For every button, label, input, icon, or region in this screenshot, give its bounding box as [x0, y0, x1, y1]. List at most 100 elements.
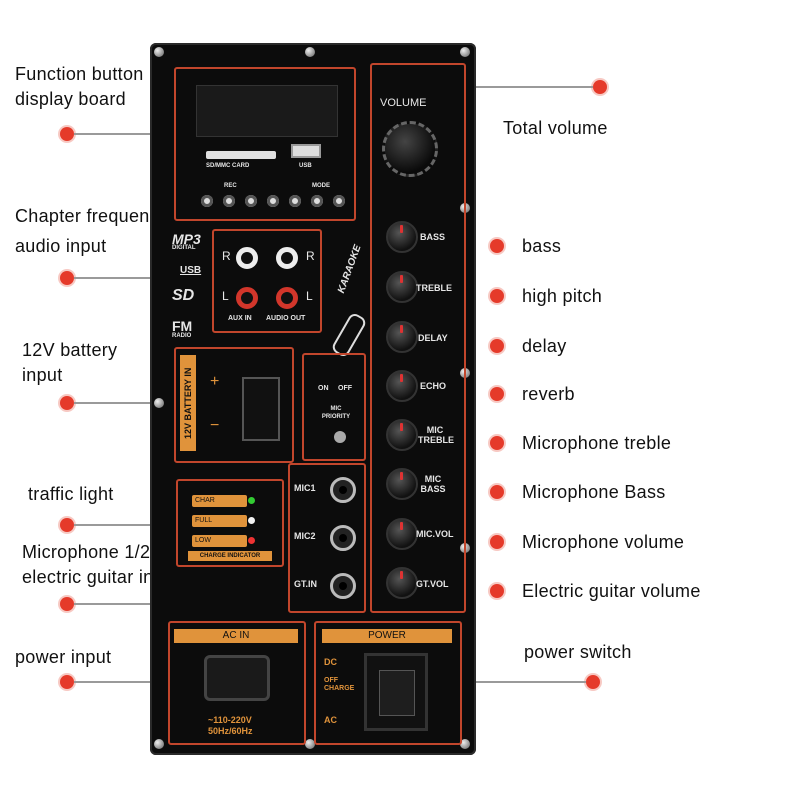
guitar-jack[interactable] [330, 573, 356, 599]
screw [154, 47, 164, 57]
on-label: ON [318, 385, 329, 392]
audio-io-section: R L R L AUX IN AUDIO OUT [212, 229, 322, 333]
amplifier-panel: SD/MMC CARD USB REC MODE VOLUME BASS TRE… [150, 43, 476, 755]
rca-l-label-aux: L [222, 289, 229, 303]
audio-out-left-jack[interactable] [276, 287, 298, 309]
battery-terminal[interactable] [242, 377, 280, 441]
callout-dot [490, 436, 504, 450]
callout-dot [593, 80, 607, 94]
prev-button[interactable] [201, 195, 213, 207]
callout-high-pitch: high pitch [522, 286, 603, 306]
rewind-button[interactable] [289, 195, 301, 207]
knob-section: VOLUME BASS TREBLE DELAY ECHO MIC TREBLE… [370, 63, 466, 613]
gt-vol-knob[interactable] [386, 567, 418, 599]
usb-label: USB [299, 163, 312, 169]
aux-in-left-jack[interactable] [236, 287, 258, 309]
bass-knob[interactable] [386, 221, 418, 253]
extra-button[interactable] [333, 195, 345, 207]
rca-r-label-aux: R [222, 249, 231, 263]
callout-dot [490, 339, 504, 353]
mic-vol-knob[interactable] [386, 518, 418, 550]
power-rocker-switch[interactable] [364, 653, 428, 731]
rec-button[interactable] [223, 195, 235, 207]
callout-dot [490, 485, 504, 499]
dc-label: DC [324, 657, 337, 667]
leader-line [440, 86, 593, 88]
rocker-face[interactable] [379, 670, 415, 716]
callout-line-1: Function button [15, 64, 144, 84]
mic2-jack[interactable] [330, 525, 356, 551]
mic1-label: MIC1 [294, 483, 316, 493]
callout-delay: delay [522, 336, 567, 356]
bass-label: BASS [420, 232, 446, 242]
leader-line [74, 277, 220, 279]
mic1-jack[interactable] [330, 477, 356, 503]
fm-logo: FM [172, 318, 193, 334]
usb-port[interactable] [291, 144, 321, 158]
mic-bass-knob[interactable] [386, 468, 418, 500]
low-led [248, 537, 255, 544]
mic-vol-label: MIC.VOL [416, 529, 454, 539]
callout-line-1: Microphone 1/2 [22, 542, 151, 562]
mic-priority-section: ON OFF MIC PRIORITY [302, 353, 366, 461]
callout-dot [490, 584, 504, 598]
callout-line-2: electric guitar input [22, 567, 180, 587]
callout-dot [490, 289, 504, 303]
battery-plus-label: + [210, 373, 220, 390]
ac-in-section: AC IN ~110-220V 50Hz/60Hz [168, 621, 306, 745]
mic-priority-label: MIC PRIORITY [321, 406, 351, 420]
char-row: CHAR [192, 495, 247, 507]
volume-label: VOLUME [380, 97, 427, 109]
usb-logo: USB [180, 265, 202, 276]
karaoke-logo: KARAOKE [336, 243, 364, 295]
mp3-logo: MP3 [172, 231, 201, 247]
callout-dot [60, 518, 74, 532]
audio-out-right-jack[interactable] [276, 247, 298, 269]
ac-voltage-label: ~110-220V [208, 715, 252, 725]
play-pause-button[interactable] [267, 195, 279, 207]
callout-dot [60, 675, 74, 689]
callout-dot [60, 127, 74, 141]
ac-frequency-label: 50Hz/60Hz [208, 726, 253, 736]
power-label: POWER [322, 629, 452, 643]
mic-priority-switch[interactable] [334, 431, 346, 443]
mic2-label: MIC2 [294, 531, 316, 541]
callout-dot [60, 396, 74, 410]
mic-bass-label: MIC BASS [420, 474, 446, 494]
treble-label: TREBLE [416, 283, 452, 293]
callout-dot [490, 535, 504, 549]
rec-label: REC [224, 183, 237, 189]
sd-card-slot[interactable] [206, 151, 276, 159]
next-button[interactable] [245, 195, 257, 207]
rca-l-label-out: L [306, 289, 313, 303]
mic-treble-label: MIC TREBLE [418, 425, 454, 445]
screw [154, 739, 164, 749]
callout-dot [490, 239, 504, 253]
callout-reverb: reverb [522, 384, 575, 404]
callout-line-1: 12V battery [22, 340, 118, 360]
mic-jack-section: MIC1 MIC2 GT.IN [288, 463, 366, 613]
rca-r-label-out: R [306, 249, 315, 263]
screw [154, 398, 164, 408]
iec-power-socket[interactable] [204, 655, 270, 701]
mode-button[interactable] [311, 195, 323, 207]
callout-traffic-light: traffic light [28, 484, 114, 504]
ac-label-power: AC [324, 715, 337, 725]
callout-mic-volume: Microphone volume [522, 532, 685, 552]
fm-radio-label: RADIO [172, 333, 192, 339]
treble-knob[interactable] [386, 271, 418, 303]
callout-guitar-volume: Electric guitar volume [522, 581, 701, 601]
leader-line [74, 681, 206, 683]
charge-indicator-label: CHARGE INDICATOR [188, 551, 272, 561]
mic-treble-knob[interactable] [386, 419, 418, 451]
callout-total-volume: Total volume [503, 118, 608, 138]
volume-knob[interactable] [382, 121, 438, 177]
aux-in-right-jack[interactable] [236, 247, 258, 269]
delay-label: DELAY [418, 333, 448, 343]
echo-knob[interactable] [386, 370, 418, 402]
audio-out-label: AUDIO OUT [266, 315, 306, 322]
callout-line-2: input [22, 365, 63, 385]
power-section: POWER DC OFF CHARGE AC [314, 621, 462, 745]
leader-line [400, 681, 586, 683]
delay-knob[interactable] [386, 321, 418, 353]
